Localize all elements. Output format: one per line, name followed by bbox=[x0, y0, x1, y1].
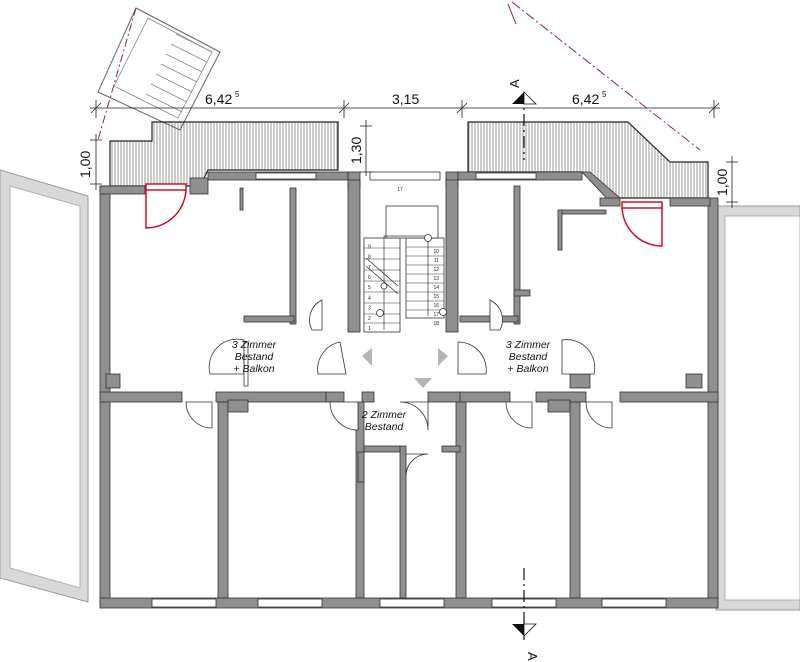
stair-step-number: 6 bbox=[368, 275, 371, 281]
room-left-line-1: 3 Zimmer bbox=[232, 339, 277, 351]
room-labels: 3 Zimmer Bestand + Balkon 3 Zimmer Besta… bbox=[232, 339, 551, 433]
room-left-line-3: + Balkon bbox=[233, 363, 274, 375]
dim-left-width: 6,42 bbox=[205, 91, 232, 107]
stair-step-number: 7 bbox=[368, 265, 371, 271]
balcony-right bbox=[467, 121, 709, 199]
dimension-lines bbox=[90, 100, 738, 208]
section-marker-bottom-arrow bbox=[512, 624, 524, 636]
stair-landing-label: 17 bbox=[397, 187, 403, 193]
dim-middle-width: 3,15 bbox=[392, 91, 419, 107]
dim-left-width-sup: 5 bbox=[235, 90, 240, 99]
section-marker-top-arrow bbox=[512, 92, 524, 104]
windows bbox=[151, 171, 667, 608]
stair-step-number: 15 bbox=[433, 294, 439, 300]
room-center-line-1: 2 Zimmer bbox=[361, 409, 407, 421]
dim-right-width-sup: 5 bbox=[602, 90, 607, 99]
room-right-line-1: 3 Zimmer bbox=[506, 339, 551, 351]
dimension-labels: 6,42 5 3,15 6,42 5 1,00 1,30 1,00 bbox=[77, 90, 730, 196]
dim-left-balcony-depth: 1,00 bbox=[77, 151, 93, 178]
section-label-top: A bbox=[507, 79, 522, 88]
stair-step-number: 16 bbox=[433, 303, 439, 309]
stair-step-number: 18 bbox=[433, 321, 439, 327]
stair-step-number: 2 bbox=[368, 316, 371, 322]
dim-right-balcony-depth: 1,00 bbox=[714, 169, 730, 196]
direction-arrows bbox=[362, 348, 448, 388]
existing-door-swings bbox=[185, 299, 613, 477]
new-balcony-doors bbox=[145, 183, 663, 247]
dim-stair-balcony-offset: 1,30 bbox=[348, 137, 364, 164]
section-label-bottom: A bbox=[525, 652, 540, 661]
section-line: A A bbox=[507, 79, 540, 661]
stair-step-number: 4 bbox=[368, 295, 371, 301]
walls bbox=[99, 171, 719, 609]
room-center-line-2: Bestand bbox=[365, 421, 405, 433]
room-right-line-3: + Balkon bbox=[507, 363, 548, 375]
property-line bbox=[511, 1, 701, 151]
stair-step-number: 17 bbox=[433, 312, 439, 318]
dim-right-width: 6,42 bbox=[572, 91, 599, 107]
stair: 17 bbox=[363, 187, 447, 333]
stair-step-number: 11 bbox=[434, 258, 439, 264]
stair-step-number: 14 bbox=[433, 285, 439, 291]
neighbor-stair bbox=[97, 7, 221, 141]
stair-step-number: 1 bbox=[368, 326, 371, 332]
stair-step-number: 10 bbox=[433, 249, 439, 255]
room-right-line-2: Bestand bbox=[509, 351, 549, 363]
stair-step-number: 12 bbox=[433, 267, 439, 273]
room-left-line-2: Bestand bbox=[235, 351, 275, 363]
stair-step-number: 13 bbox=[433, 276, 439, 282]
stair-step-number: 3 bbox=[368, 306, 371, 312]
stair-step-number: 8 bbox=[368, 255, 371, 261]
stair-step-number: 5 bbox=[368, 285, 371, 291]
stair-step-number: 9 bbox=[368, 244, 371, 250]
